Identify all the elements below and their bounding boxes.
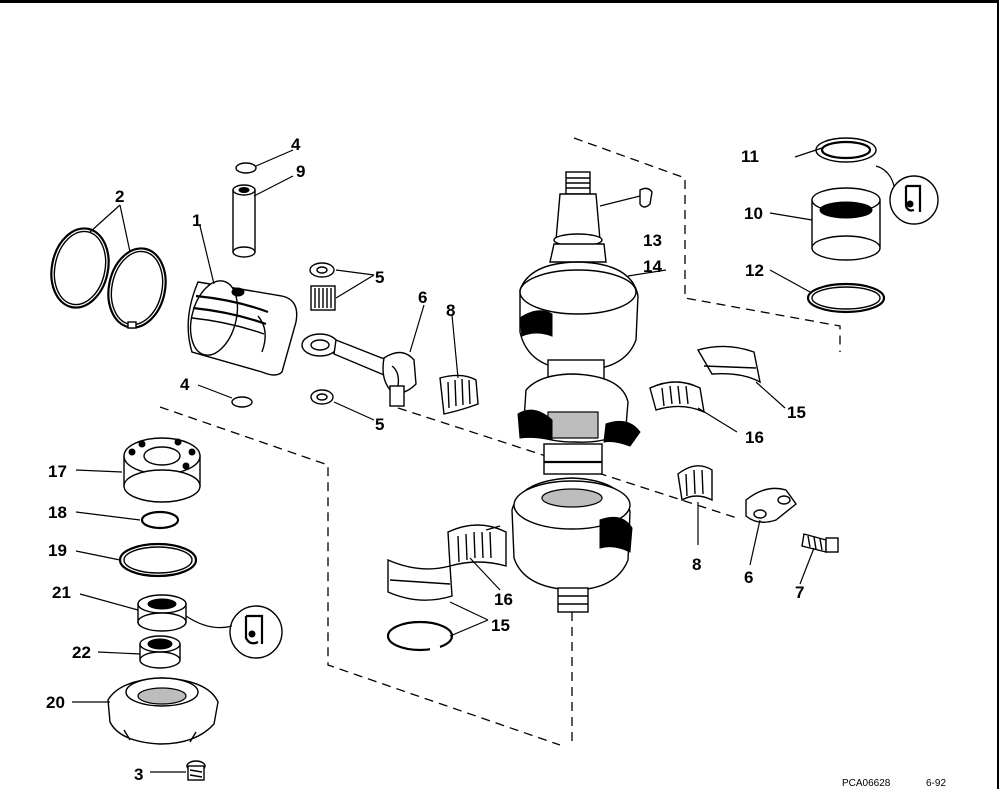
part-label-17: 17	[48, 462, 67, 481]
part-label-2: 2	[115, 187, 124, 206]
part-label-7: 7	[795, 583, 804, 602]
part-label-6-rod: 6	[418, 288, 427, 307]
ball-bearing-drawing	[123, 437, 201, 503]
housing-screw-drawing	[186, 760, 206, 781]
leader-lines	[72, 147, 895, 773]
part-label-16-right: 16	[745, 428, 764, 447]
part-label-9: 9	[296, 162, 305, 181]
woodruff-key-drawing	[639, 187, 653, 208]
drawing-code: PCA06628	[842, 778, 891, 789]
piston-drawing	[187, 280, 298, 376]
part-label-5-top: 5	[375, 268, 384, 287]
retaining-ring-drawing	[386, 620, 454, 652]
part-label-19: 19	[48, 541, 67, 560]
oil-seal-upper-drawing	[137, 594, 187, 632]
snap-ring-drawing	[140, 510, 180, 530]
part-label-13: 13	[643, 231, 662, 250]
main-needle-cage-right-drawing	[649, 381, 705, 414]
crankshaft-drawing	[511, 171, 641, 613]
connecting-rod-drawing	[301, 333, 417, 407]
part-label-8-upper: 8	[446, 301, 455, 320]
part-label-18: 18	[48, 503, 67, 522]
upper-bearing-drawing	[806, 137, 886, 314]
main-bearing-shell-left-drawing	[387, 558, 453, 601]
part-label-11: 11	[741, 147, 759, 166]
part-label-4-top: 4	[291, 135, 301, 154]
seal-detail-callout-lower	[229, 605, 283, 659]
rod-bearing-cage-lower-drawing	[677, 465, 713, 502]
part-label-12: 12	[745, 261, 764, 280]
right-border	[997, 0, 999, 789]
part-label-10: 10	[744, 204, 763, 223]
part-label-5-bottom: 5	[375, 415, 384, 434]
lower-bearing-housing-drawing	[107, 677, 219, 745]
small-end-bearing-drawing	[309, 262, 336, 405]
top-border	[0, 0, 999, 3]
assembly-dashed-lines	[159, 137, 841, 746]
part-label-6-cap: 6	[744, 568, 753, 587]
part-label-16-left: 16	[494, 590, 513, 609]
part-label-15-right: 15	[787, 403, 806, 422]
part-label-21: 21	[52, 583, 71, 602]
part-label-1: 1	[192, 211, 201, 230]
part-label-14: 14	[643, 257, 662, 276]
main-needle-cage-left-drawing	[447, 524, 507, 567]
oil-seal-lower-drawing	[139, 635, 181, 669]
part-label-3: 3	[134, 765, 143, 784]
part-labels: 1 2 3 4 4 5 5 6 6 7 8 8 9 10 11 12 13 14…	[46, 135, 806, 784]
rod-bearing-cage-upper-drawing	[439, 374, 479, 415]
part-label-4-bottom: 4	[180, 375, 190, 394]
wrist-pin-drawing	[231, 162, 257, 408]
drawing-reference: PCA06628 6-92	[842, 778, 946, 789]
part-label-20: 20	[46, 693, 65, 712]
drawing-date: 6-92	[926, 778, 946, 789]
main-bearing-shell-right-drawing	[696, 345, 761, 384]
part-label-22: 22	[72, 643, 91, 662]
piston-rings-drawing	[50, 227, 167, 329]
o-ring-drawing	[118, 542, 198, 578]
part-label-15-left: 15	[491, 616, 510, 635]
seal-detail-callout-upper	[889, 175, 939, 225]
rod-cap-drawing	[745, 487, 797, 523]
rod-cap-screw-drawing	[801, 533, 839, 553]
part-label-8-lower: 8	[692, 555, 701, 574]
